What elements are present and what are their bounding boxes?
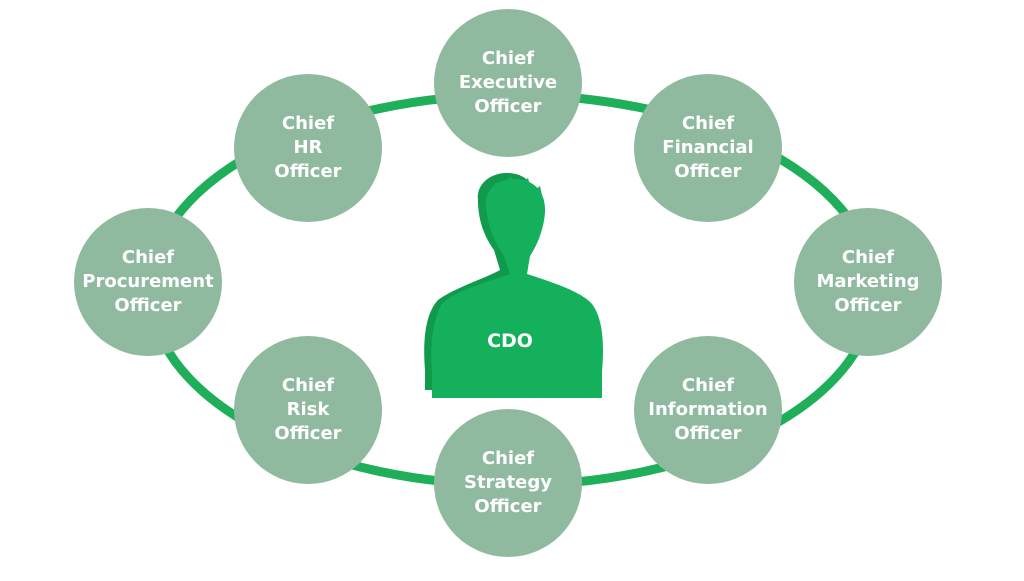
role-label-line: Chief [481, 448, 535, 469]
role-label-line: Officer [274, 423, 342, 444]
role-label-line: Strategy [463, 472, 553, 493]
person-body [431, 178, 603, 398]
role-label-line: Chief [841, 247, 895, 268]
role-label-line: Officer [474, 496, 542, 517]
role-label-line: HR [293, 137, 323, 158]
role-label-line: Risk [286, 399, 330, 420]
role-label-line: Officer [274, 161, 342, 182]
role-label-line: Officer [674, 423, 742, 444]
role-label-line: Marketing [816, 271, 920, 292]
role-label-line: Chief [681, 375, 735, 396]
role-label-line: Financial [662, 137, 754, 158]
role-label-line: Procurement [82, 271, 214, 292]
role-label-line: Chief [681, 113, 735, 134]
person-hair [488, 176, 544, 206]
role-label-line: Chief [281, 113, 335, 134]
role-label-line: Chief [481, 48, 535, 69]
role-label-line: Executive [458, 72, 558, 93]
role-label-line: Officer [674, 161, 742, 182]
role-label-line: Information [648, 399, 768, 420]
role-label-line: Officer [834, 295, 902, 316]
role-label-line: Chief [281, 375, 335, 396]
cdo-person-icon [424, 172, 603, 398]
cdo-label: CDO [487, 330, 533, 352]
role-label-line: Officer [114, 295, 182, 316]
role-label-line: Officer [474, 96, 542, 117]
role-label-line: Chief [121, 247, 175, 268]
